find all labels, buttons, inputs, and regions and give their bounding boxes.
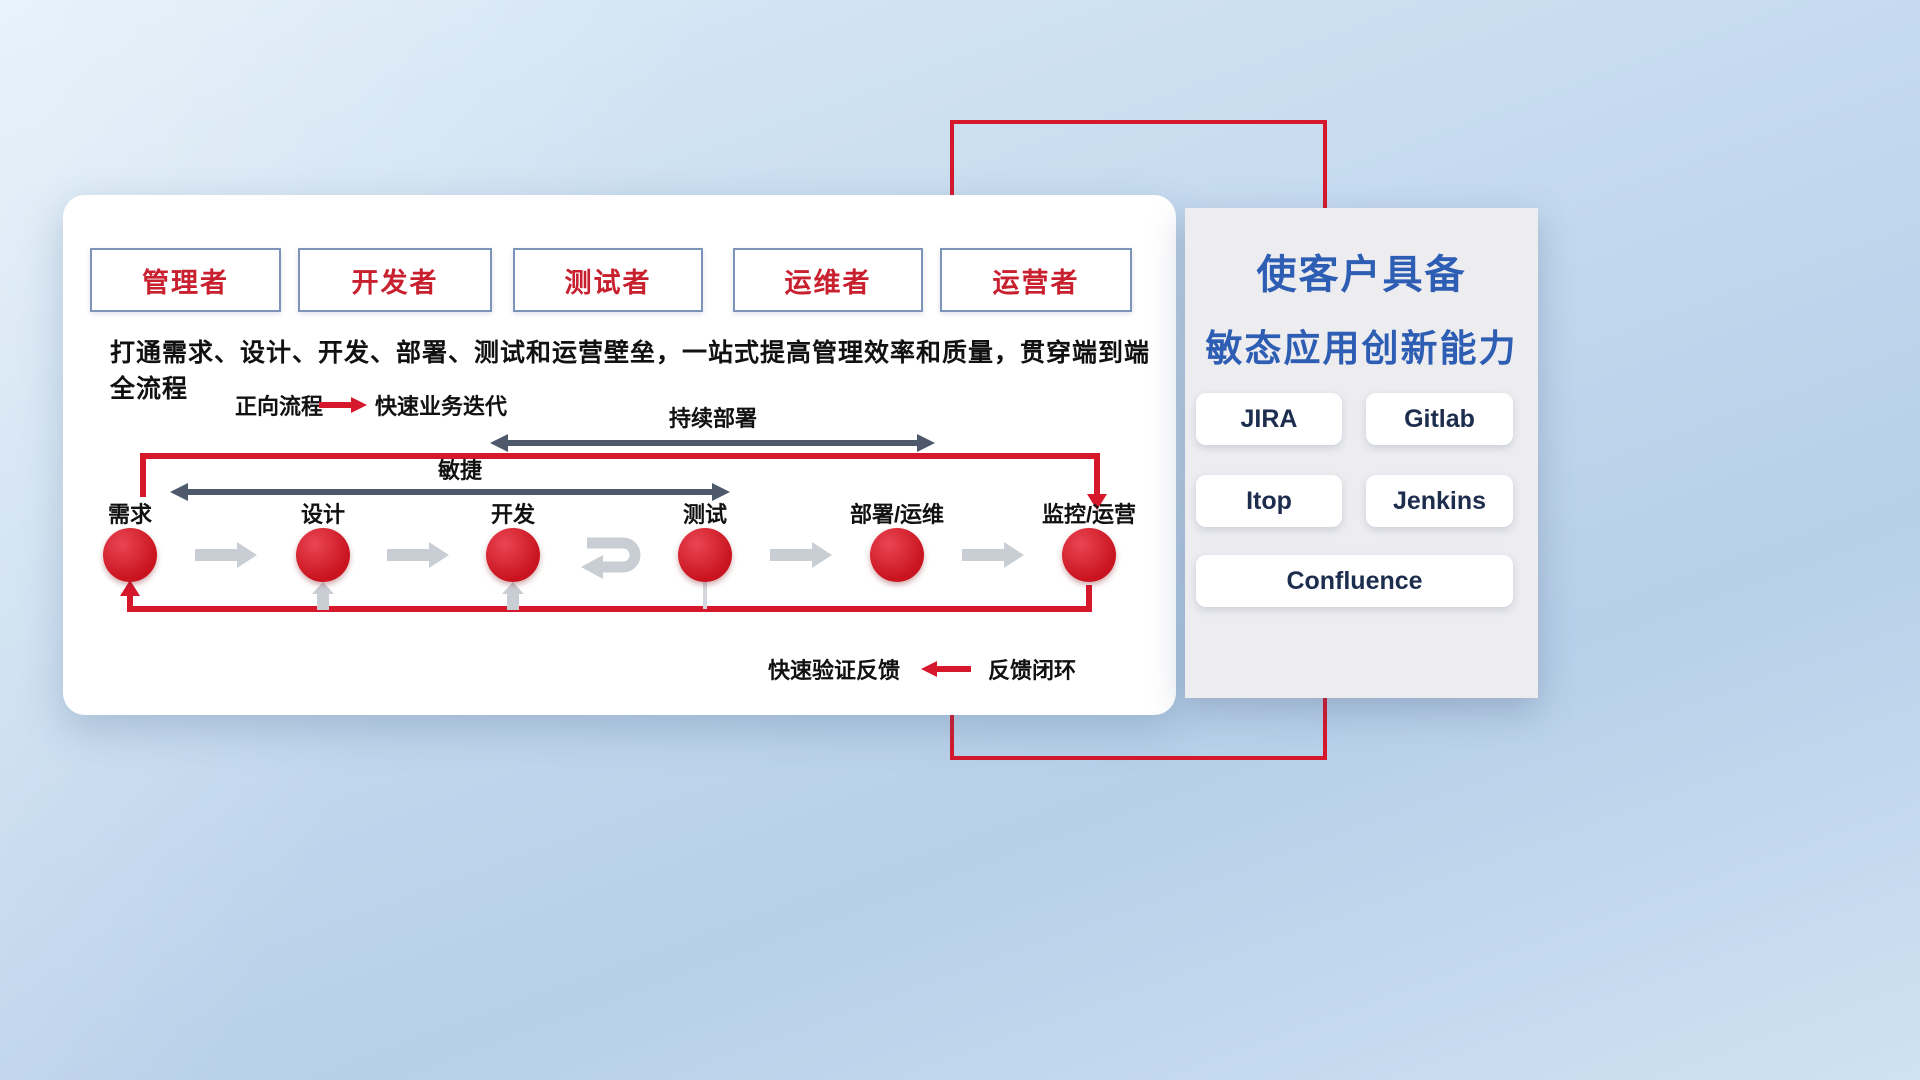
stage-circle-monitor-operate	[1062, 528, 1116, 582]
forward-flow-line	[140, 453, 1100, 459]
capability-title-line1: 使客户具备	[1256, 253, 1467, 297]
role-box-tester: 测试者	[513, 248, 703, 312]
forward-arrow-icon	[319, 397, 369, 413]
stage-circle-design	[296, 528, 350, 582]
stage-circle-development	[486, 528, 540, 582]
continuous-deploy-label: 持续部署	[668, 406, 758, 431]
tool-chip-jenkins: Jenkins	[1366, 475, 1513, 527]
agile-label: 敏捷	[437, 458, 483, 483]
stage-label-deploy-ops: 部署/运维	[849, 502, 945, 527]
stage-label-requirements: 需求	[107, 502, 153, 527]
tool-chip-itop: Itop	[1196, 475, 1342, 527]
stage-circle-requirements	[103, 528, 157, 582]
capability-title-line2: 敏态应用创新能力	[1205, 328, 1518, 369]
capability-panel: 使客户具备 敏态应用创新能力 JIRA Gitlab Itop Jenkins …	[1185, 208, 1538, 698]
tool-chip-confluence: Confluence	[1196, 555, 1513, 607]
agile-arrow-icon	[170, 483, 730, 501]
tool-chip-gitlab: Gitlab	[1366, 393, 1513, 445]
flow-arrow-icon	[195, 542, 257, 568]
flow-arrow-icon	[387, 542, 449, 568]
feedback-legend-label: 反馈闭环	[988, 658, 1077, 683]
feedback-up-arrow-icon	[312, 582, 334, 610]
feedback-arrow-icon	[921, 661, 971, 677]
forward-legend-label: 正向流程	[235, 394, 324, 419]
tool-chip-jira: JIRA	[1196, 393, 1342, 445]
role-box-developer: 开发者	[298, 248, 492, 312]
role-box-operator: 运营者	[940, 248, 1132, 312]
stage-circle-testing	[678, 528, 732, 582]
feedback-flow-arrowhead-icon	[120, 580, 140, 596]
flow-arrow-icon	[770, 542, 832, 568]
feedback-connector-line	[703, 582, 707, 609]
forward-legend-desc: 快速业务迭代	[375, 394, 508, 419]
forward-flow-line	[1094, 453, 1100, 495]
stage-label-testing: 测试	[682, 502, 728, 527]
workflow-card: 管理者 开发者 测试者 运维者 运营者 打通需求、设计、开发、部署、测试和运营壁…	[63, 195, 1176, 715]
stage-label-development: 开发	[490, 502, 536, 527]
role-box-ops: 运维者	[733, 248, 923, 312]
forward-flow-arrowhead-icon	[1087, 494, 1107, 510]
feedback-flow-line	[127, 606, 1092, 612]
feedback-flow-line	[1086, 585, 1092, 612]
stage-label-design: 设计	[300, 502, 346, 527]
iteration-loop-icon	[571, 527, 649, 588]
feedback-flow-line	[127, 594, 133, 612]
stage-label-monitor-operate: 监控/运营	[1041, 502, 1137, 527]
feedback-legend-desc: 快速验证反馈	[768, 658, 901, 683]
flow-arrow-icon	[962, 542, 1024, 568]
role-box-manager: 管理者	[90, 248, 281, 312]
workflow-description: 打通需求、设计、开发、部署、测试和运营壁垒，一站式提高管理效率和质量，贯穿端到端…	[110, 339, 1151, 403]
forward-flow-line	[140, 453, 146, 497]
continuous-deploy-arrow-icon	[490, 434, 935, 452]
feedback-up-arrow-icon	[502, 582, 524, 610]
stage-circle-deploy-ops	[870, 528, 924, 582]
